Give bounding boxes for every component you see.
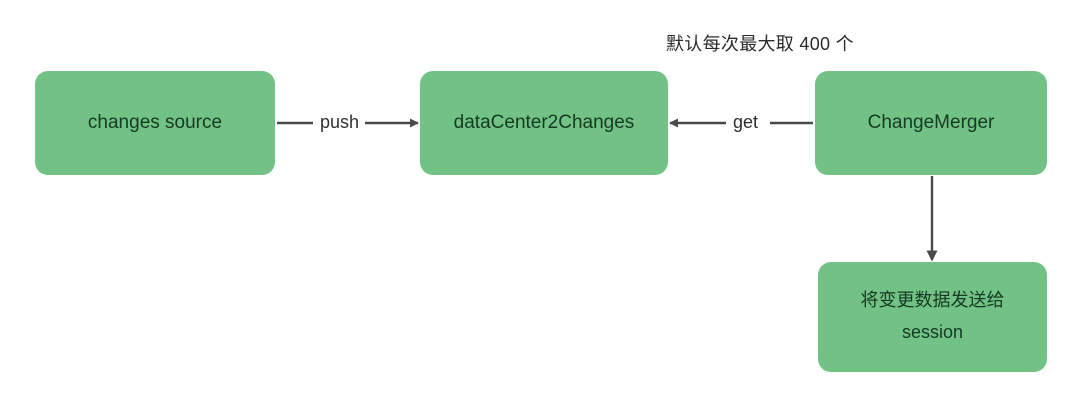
node-changes-source[interactable]: changes source	[35, 71, 275, 175]
edge-label-get: get	[727, 112, 765, 133]
edge-label-push: push	[314, 112, 366, 133]
node-datacenter2changes[interactable]: dataCenter2Changes	[420, 71, 668, 175]
node-send-to-session[interactable]: 将变更数据发送给 session	[818, 262, 1047, 372]
node-changes-source-label: changes source	[87, 112, 223, 134]
node-changemerger-label: ChangeMerger	[867, 112, 995, 134]
node-send-to-session-label-line2: session	[901, 322, 964, 342]
node-datacenter2changes-label: dataCenter2Changes	[453, 112, 635, 134]
node-send-to-session-label-line1: 将变更数据发送给	[860, 290, 1005, 311]
node-changemerger[interactable]: ChangeMerger	[815, 71, 1047, 175]
annotation-max-batch-size: 默认每次最大取 400 个	[666, 34, 854, 54]
